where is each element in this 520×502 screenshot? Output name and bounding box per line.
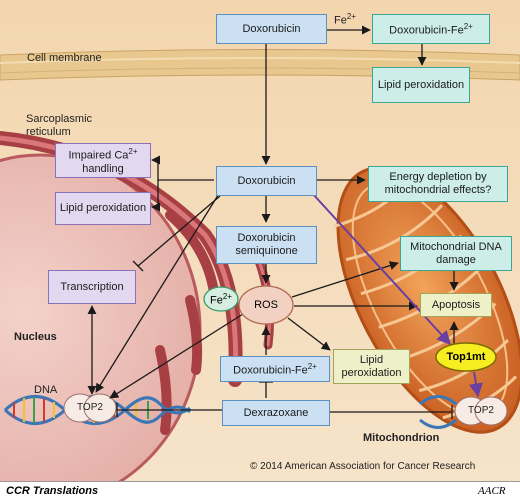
arrow-ros-to-lipid (287, 317, 331, 351)
fe-oval-shape (203, 286, 239, 312)
ros-oval-shape (238, 285, 294, 325)
node-doxorubicin-semiquinone: Doxorubicin semiquinone (216, 226, 317, 264)
node-fe2-cell: Fe2+ (210, 291, 232, 307)
node-lipid-peroxidation-top: Lipid peroxidation (372, 67, 470, 103)
footer-bar: CCR Translations AACR (0, 481, 520, 502)
node-lipid-peroxidation-left: Lipid peroxidation (55, 192, 151, 225)
arrow-dox-to-top2 (95, 191, 221, 393)
node-doxorubicin-top: Doxorubicin (216, 14, 327, 44)
node-dexrazoxane: Dexrazoxane (222, 400, 330, 426)
aacr-logo: AACR (478, 485, 506, 497)
fe2-top-label: Fe2+ (334, 12, 356, 27)
arrow-dox-to-top1mt (311, 192, 451, 346)
footer-series-title: CCR Translations (6, 485, 99, 497)
node-impaired-ca: Impaired Ca2+ handling (55, 143, 151, 178)
node-energy-depletion: Energy depletion by mitochondrial effect… (368, 166, 508, 202)
node-ros: ROS (254, 299, 278, 311)
top2-right-bead-2 (474, 396, 508, 426)
nucleus-label: Nucleus (14, 331, 57, 343)
inhibit-dox-transcription (137, 195, 221, 267)
sarcoplasmic-reticulum-label: Sarcoplasmic reticulum (26, 113, 93, 138)
dna-label: DNA (34, 384, 58, 396)
mitochondrion-label: Mitochondrion (363, 432, 440, 444)
top2-right-label: TOP2 (468, 405, 494, 416)
node-doxorubicin-fe-top: Doxorubicin-Fe2+ (372, 14, 490, 44)
top2-left-label: TOP2 (77, 402, 103, 413)
arrow-dox-to-ca (151, 155, 214, 181)
cell-membrane-label: Cell membrane (27, 52, 102, 64)
node-top1mt: Top1mt (446, 351, 486, 363)
node-apoptosis: Apoptosis (420, 293, 492, 317)
top2-left-bead-2 (83, 393, 117, 423)
node-mitochondrial-dna-damage: Mitochondrial DNA damage (400, 236, 512, 271)
node-transcription: Transcription (48, 270, 136, 304)
arrow-ros-to-top2 (109, 313, 244, 399)
top1mt-oval-shape (435, 342, 497, 372)
node-doxorubicin-fe-mid: Doxorubicin-Fe2+ (220, 356, 330, 382)
mito-dna-shape (419, 395, 457, 429)
copyright-text: © 2014 American Association for Cancer R… (250, 461, 476, 472)
node-doxorubicin-top-label: Doxorubicin (242, 22, 301, 35)
arrow-top1mt-to-top2 (469, 371, 483, 398)
node-lipid-peroxidation-mid: Lipid peroxidation (333, 349, 410, 384)
node-doxorubicin-center: Doxorubicin (216, 166, 317, 196)
